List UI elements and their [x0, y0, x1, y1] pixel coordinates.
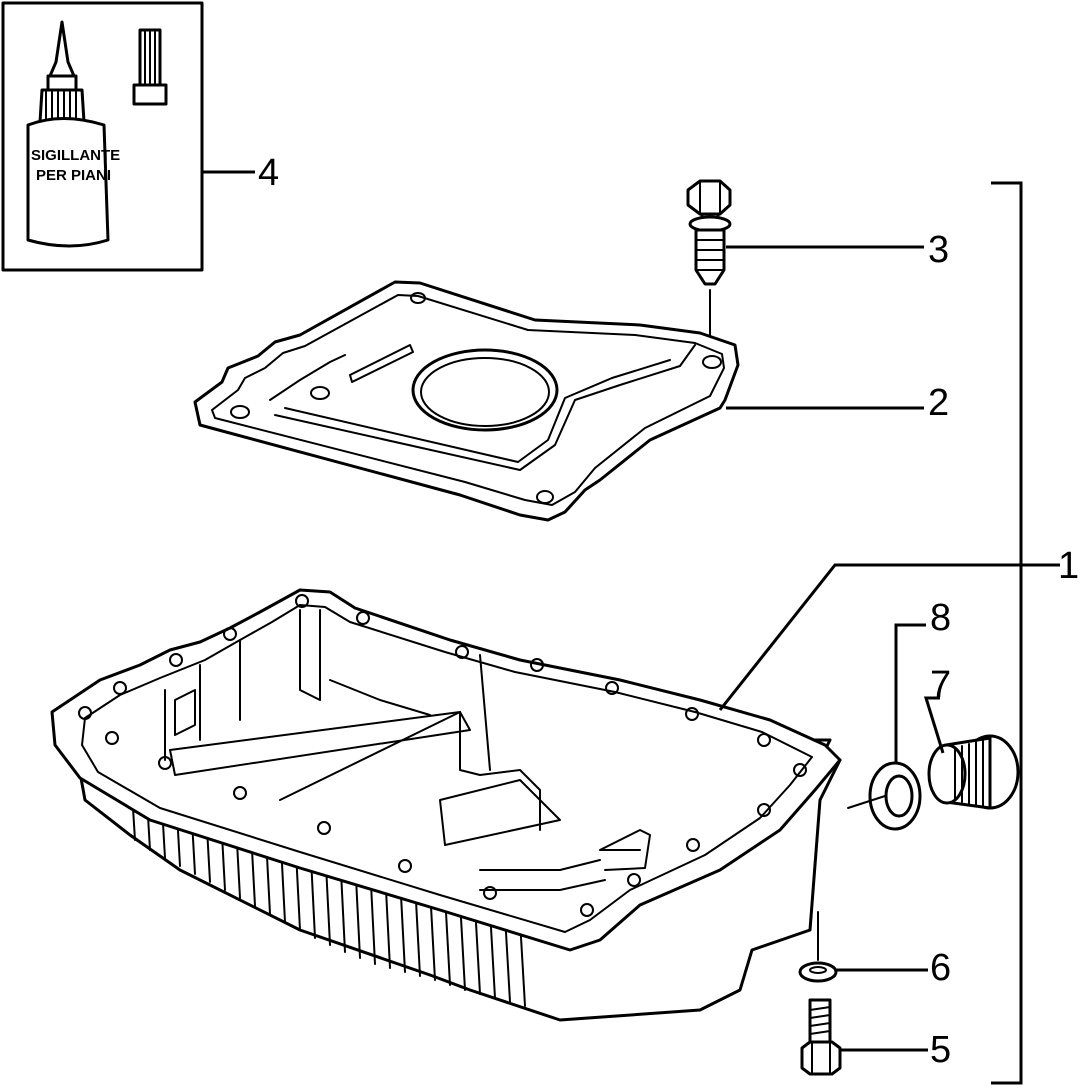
part-number-6: 6 [930, 947, 951, 989]
callout-line-7 [923, 696, 945, 754]
drain-plug [927, 734, 1020, 810]
cover-bolt [686, 179, 732, 356]
sealant-label-line1: SIGILLANTE [31, 147, 120, 164]
part-number-5: 5 [930, 1029, 951, 1071]
drain-plug-gasket [847, 761, 922, 831]
part-numbers: 4 3 2 1 8 7 6 5 [258, 152, 1079, 1071]
part-number-1: 1 [1058, 545, 1079, 587]
part-number-3: 3 [928, 229, 949, 271]
sealant-bottle: SIGILLANTE PER PIANI [26, 20, 120, 248]
sealant-inset: SIGILLANTE PER PIANI [1, 1, 204, 272]
sealant-label-line2: PER PIANI [36, 167, 111, 184]
drain-washer [798, 911, 838, 983]
drain-bolt [800, 998, 842, 1076]
sealant-cap [132, 28, 168, 106]
oil-pan [50, 588, 842, 1022]
inset-frame [1, 1, 204, 272]
part-number-8: 8 [930, 597, 951, 639]
part-number-2: 2 [928, 382, 949, 424]
callout-line-8 [894, 623, 926, 762]
callouts [203, 170, 1060, 1085]
callout-line-1 [718, 563, 1060, 711]
part-number-7: 7 [930, 664, 951, 706]
assembly-bracket [991, 181, 1023, 1085]
oil-pan-cover [193, 280, 740, 522]
part-number-4: 4 [258, 152, 279, 194]
